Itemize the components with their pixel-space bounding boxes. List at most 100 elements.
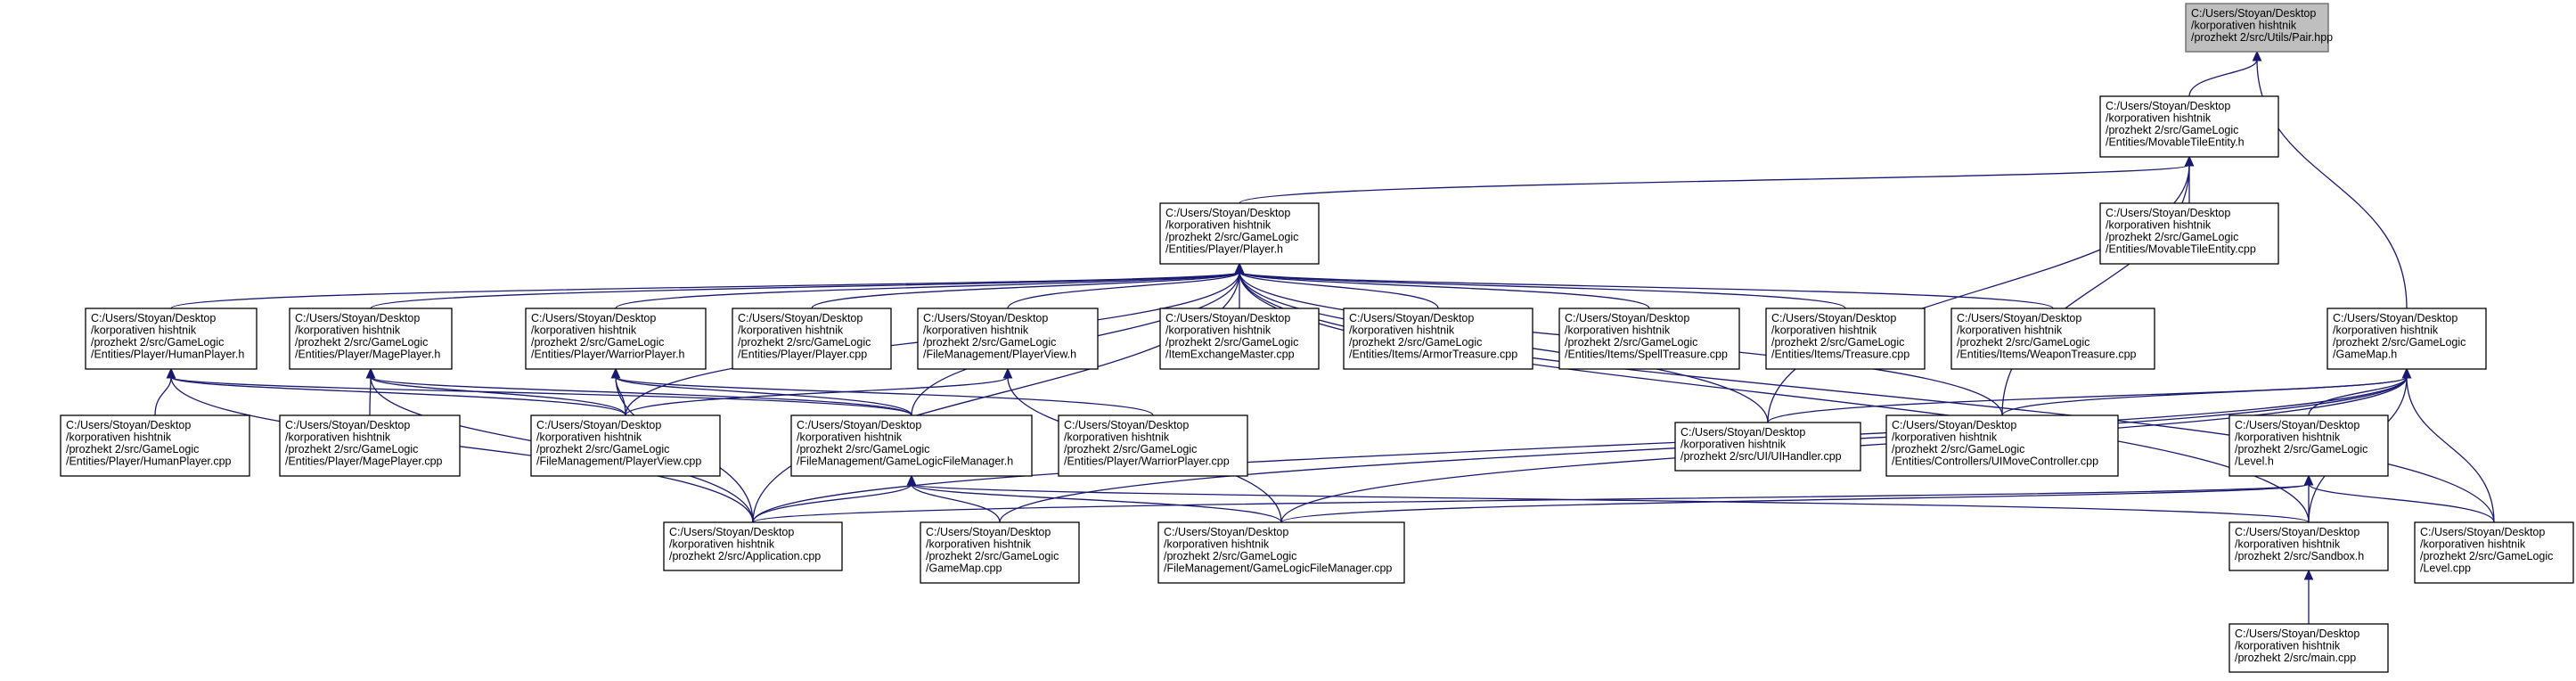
file-path-line: /korporativen hishtnik (1957, 324, 2063, 337)
file-path-line: /prozhekt 2/src/Utils/Pair.hpp (2191, 31, 2333, 44)
file-node[interactable]: C:/Users/Stoyan/Desktop/korporativen his… (790, 414, 1033, 477)
file-path-line: /prozhekt 2/src/main.cpp (2235, 652, 2356, 664)
file-path-line: /prozhekt 2/src/GameLogic (1165, 336, 1298, 349)
file-node[interactable]: C:/Users/Stoyan/Desktop/korporativen his… (2228, 623, 2389, 673)
file-box (1674, 422, 1861, 472)
file-path-line: C:/Users/Stoyan/Desktop (2106, 207, 2230, 219)
file-node[interactable]: C:/Users/Stoyan/Desktop/korporativen his… (530, 414, 721, 477)
file-path-line: /korporativen hishtnik (669, 538, 775, 551)
file-path-line: /Entities/Player/Player.cpp (738, 349, 867, 361)
file-box (917, 308, 1099, 370)
file-node[interactable]: C:/Users/Stoyan/Desktop/korporativen his… (2099, 95, 2279, 158)
edge-gamemap_cpp-to-glfm_h (911, 483, 1001, 523)
file-path-line: /korporativen hishtnik (2191, 20, 2297, 32)
file-box (2099, 202, 2279, 265)
file-path-line: /prozhekt 2/src/GameLogic (1064, 443, 1197, 455)
file-box (85, 308, 258, 370)
file-path-line: /korporativen hishtnik (2333, 324, 2439, 337)
arrowhead-icon (906, 474, 917, 486)
file-node[interactable]: C:/Users/Stoyan/Desktop/korporativen his… (917, 308, 1099, 370)
file-path-line: /korporativen hishtnik (91, 324, 197, 337)
arrowhead-icon (2303, 474, 2314, 486)
file-node[interactable]: C:/Users/Stoyan/Desktop/korporativen his… (1058, 414, 1248, 477)
file-path-line: /prozhekt 2/src/GameLogic (926, 550, 1059, 562)
file-path-line: /Entities/Player/Player.h (1165, 243, 1283, 256)
file-node[interactable]: C:/Users/Stoyan/Desktop/korporativen his… (289, 308, 453, 370)
root-file-box (2185, 3, 2329, 53)
edge-uimove_cpp-to-movable_h (2001, 164, 2190, 416)
file-node[interactable]: C:/Users/Stoyan/Desktop/korporativen his… (85, 308, 258, 370)
edge-human_h-to-player_h (170, 271, 1240, 309)
file-node[interactable]: C:/Users/Stoyan/Desktop/korporativen his… (663, 521, 843, 571)
file-path-line: /korporativen hishtnik (1164, 538, 1270, 551)
file-path-line: /prozhekt 2/src/GameLogic (2420, 550, 2553, 562)
edge-application_cpp-to-gamemap_h (752, 376, 2408, 523)
file-node[interactable]: C:/Users/Stoyan/Desktop/korporativen his… (1950, 308, 2155, 370)
file-node[interactable]: C:/Users/Stoyan/Desktop/korporativen his… (60, 414, 250, 477)
file-node[interactable]: C:/Users/Stoyan/Desktop/korporativen his… (1343, 308, 1533, 370)
file-node[interactable]: C:/Users/Stoyan/Desktop/korporativen his… (1765, 308, 1926, 370)
file-path-line: C:/Users/Stoyan/Desktop (1771, 312, 1896, 324)
file-box (1558, 308, 1740, 370)
file-node[interactable]: C:/Users/Stoyan/Desktop/korporativen his… (2228, 414, 2389, 477)
edge-glfm_cpp-to-glfm_h (911, 483, 1282, 523)
file-box (289, 308, 453, 370)
file-path-line: C:/Users/Stoyan/Desktop (2235, 526, 2359, 538)
file-path-line: /prozhekt 2/src/GameLogic (1957, 336, 2089, 349)
file-node[interactable]: C:/Users/Stoyan/Desktop/korporativen his… (2414, 521, 2574, 584)
file-path-line: C:/Users/Stoyan/Desktop (2191, 7, 2316, 20)
file-node[interactable]: C:/Users/Stoyan/Desktop/korporativen his… (732, 308, 892, 370)
edge-glfm_cpp-to-level_h (1280, 483, 2310, 523)
file-node[interactable]: C:/Users/Stoyan/Desktop/korporativen his… (1159, 202, 1320, 265)
file-path-line: /Entities/Items/Treasure.cpp (1771, 349, 1910, 361)
edge-human_cpp-to-human_h (154, 376, 172, 416)
file-node[interactable]: C:/Users/Stoyan/Desktop/korporativen his… (525, 308, 707, 370)
file-node[interactable]: C:/Users/Stoyan/Desktop/korporativen his… (1558, 308, 1740, 370)
file-node[interactable]: C:/Users/Stoyan/Desktop/korporativen his… (2327, 308, 2487, 370)
file-box (920, 521, 1080, 584)
file-path-line: /prozhekt 2/src/GameLogic (2235, 443, 2367, 455)
file-path-line: /ItemExchangeMaster.cpp (1165, 349, 1295, 361)
edge-player_cpp-to-player_h (811, 271, 1240, 309)
file-box (1157, 521, 1405, 584)
file-node[interactable]: C:/Users/Stoyan/Desktop/korporativen his… (279, 414, 461, 477)
edge-warrior_cpp-to-warrior_h (615, 376, 1154, 416)
file-box (2228, 623, 2389, 673)
file-box (530, 414, 721, 477)
edge-treasure_cpp-to-player_h (1239, 271, 1846, 309)
file-nodes: C:/Users/Stoyan/Desktop/korporativen his… (60, 3, 2574, 673)
file-path-line: C:/Users/Stoyan/Desktop (2235, 419, 2359, 431)
file-path-line: C:/Users/Stoyan/Desktop (285, 419, 410, 431)
file-box (1159, 308, 1320, 370)
file-path-line: /korporativen hishtnik (66, 431, 172, 444)
file-node[interactable]: C:/Users/Stoyan/Desktop/korporativen his… (1885, 414, 2119, 477)
file-node[interactable]: C:/Users/Stoyan/Desktop/korporativen his… (1157, 521, 1405, 584)
file-path-line: /korporativen hishtnik (1064, 431, 1170, 444)
file-path-line: C:/Users/Stoyan/Desktop (1165, 207, 1290, 219)
file-path-line: /korporativen hishtnik (531, 324, 637, 337)
edge-mage_h-to-player_h (370, 271, 1240, 309)
file-path-line: /prozhekt 2/src/GameLogic (66, 443, 199, 455)
file-path-line: C:/Users/Stoyan/Desktop (1892, 419, 2016, 431)
file-path-line: C:/Users/Stoyan/Desktop (536, 419, 661, 431)
file-path-line: C:/Users/Stoyan/Desktop (923, 312, 1048, 324)
file-path-line: /Entities/Items/WeaponTreasure.cpp (1957, 349, 2137, 361)
file-path-line: /prozhekt 2/src/GameLogic (2333, 336, 2466, 349)
file-node[interactable]: C:/Users/Stoyan/Desktop/korporativen his… (1159, 308, 1320, 370)
file-path-line: /prozhekt 2/src/GameLogic (1892, 443, 2024, 455)
file-path-line: /Entities/Player/HumanPlayer.cpp (66, 455, 232, 468)
file-path-line: /Entities/Controllers/UIMoveController.c… (1892, 455, 2098, 468)
edge-playerview_cpp-to-mage_h (370, 376, 626, 416)
edge-application_cpp-to-level_h (752, 483, 2310, 523)
file-node[interactable]: C:/Users/Stoyan/Desktop/korporativen his… (920, 521, 1080, 584)
file-node[interactable]: C:/Users/Stoyan/Desktop/korporativen his… (1674, 422, 1861, 472)
file-path-line: /prozhekt 2/src/GameLogic (295, 336, 428, 349)
file-path-line: /prozhekt 2/src/GameLogic (2106, 124, 2238, 136)
file-path-line: /prozhekt 2/src/GameLogic (285, 443, 418, 455)
file-node[interactable]: C:/Users/Stoyan/Desktop/korporativen his… (2185, 3, 2333, 53)
file-node[interactable]: C:/Users/Stoyan/Desktop/korporativen his… (2228, 521, 2389, 571)
file-node[interactable]: C:/Users/Stoyan/Desktop/korporativen his… (2099, 202, 2279, 265)
arrowhead-icon (166, 367, 176, 379)
file-box (279, 414, 461, 477)
arrowhead-icon (2252, 50, 2262, 62)
